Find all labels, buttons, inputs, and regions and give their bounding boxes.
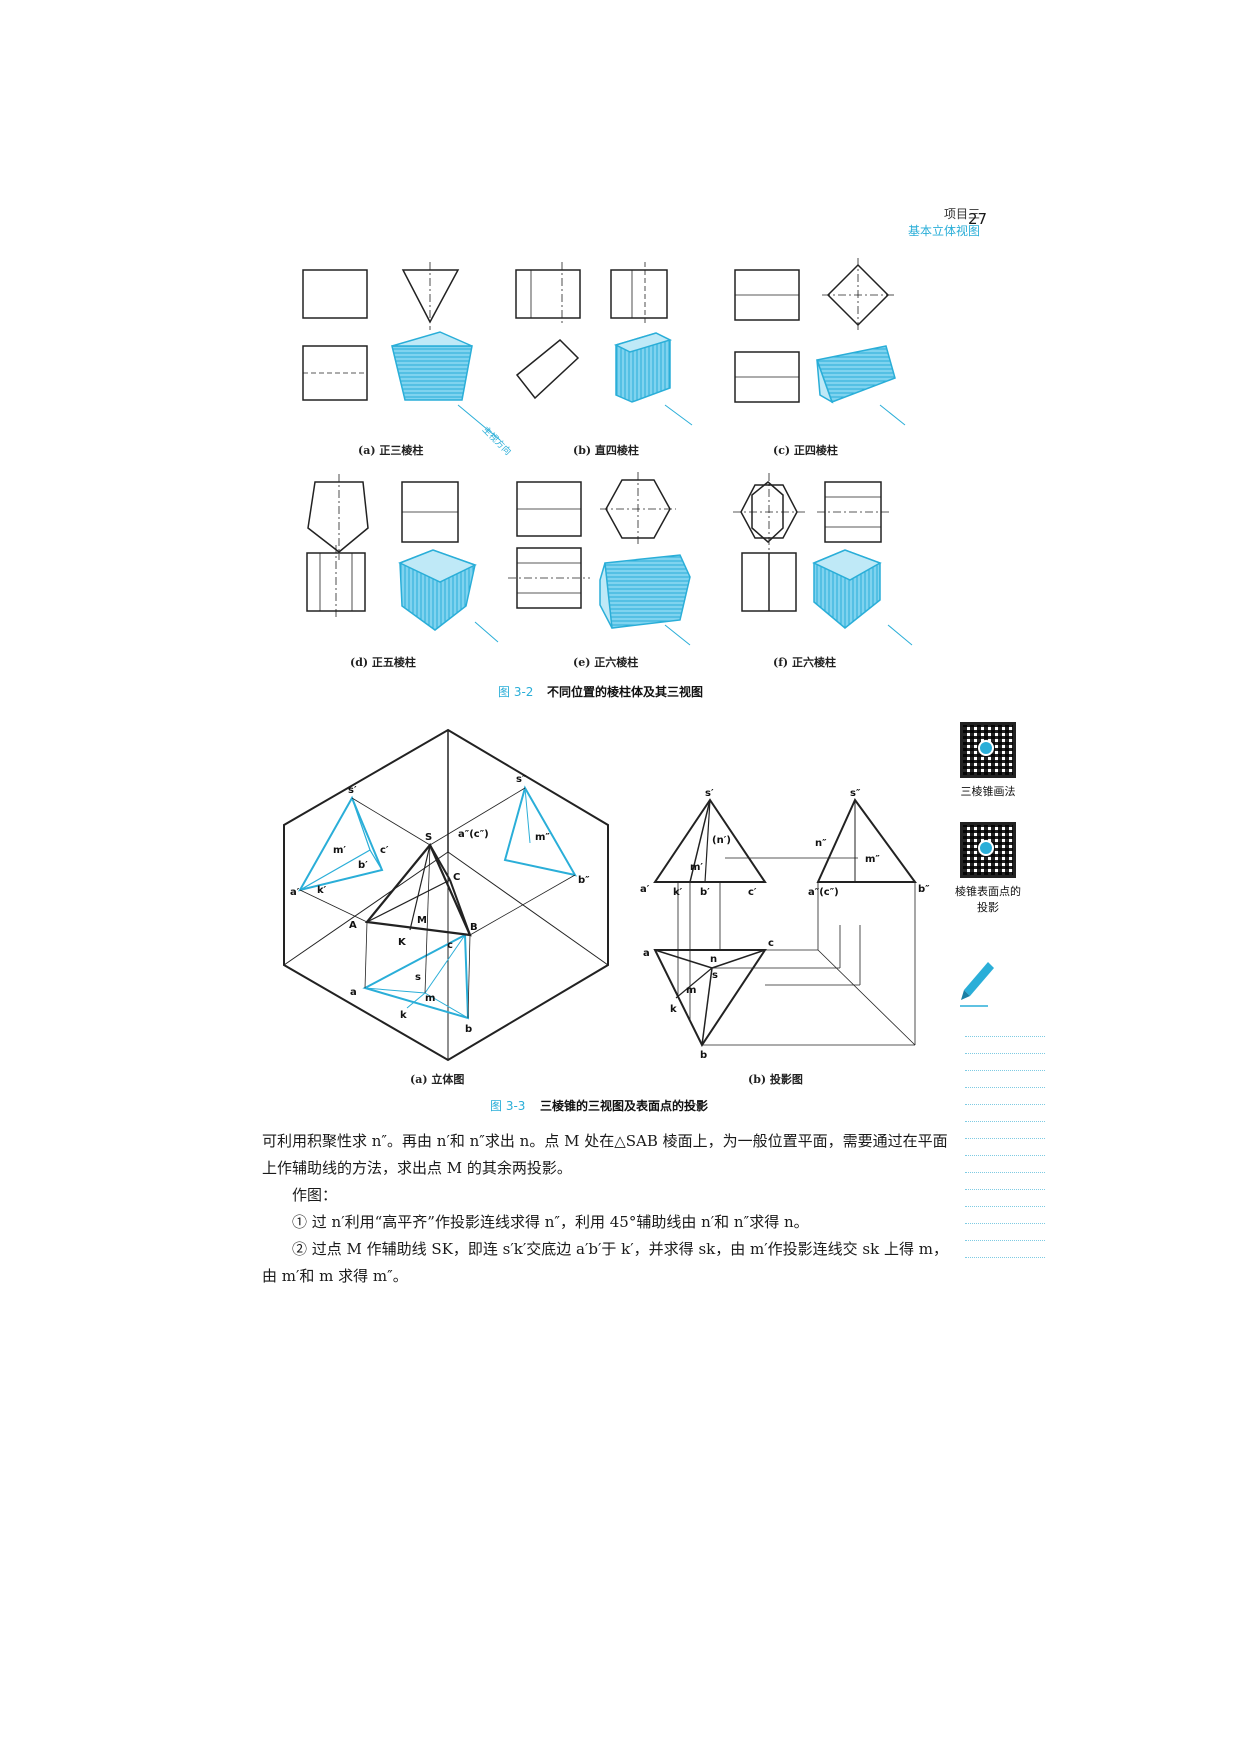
a-pt-K: K — [398, 937, 407, 948]
fig32-c-label: (c) 正四棱柱 — [773, 443, 838, 457]
qr-play-icon — [978, 840, 994, 856]
body-text: 可利用积聚性求 n″。再由 n′和 n″求出 n。点 M 处在△SAB 棱面上，… — [262, 1128, 952, 1290]
fig32-a — [302, 262, 501, 441]
body-para-1: 可利用积聚性求 n″。再由 n′和 n″求出 n。点 M 处在△SAB 棱面上，… — [262, 1132, 948, 1177]
qr-code-2[interactable] — [960, 822, 1016, 878]
b-pt-ac2: a″(c″) — [808, 887, 839, 898]
page-number: 27 — [968, 210, 988, 228]
a-pt-a1: a′ — [290, 887, 300, 898]
body-para-4: ② 过点 M 作辅助线 SK，即连 s′k′交底边 a′b′于 k′，并求得 s… — [262, 1240, 948, 1285]
body-para-2: 作图： — [292, 1186, 338, 1204]
fig32-b — [515, 262, 693, 426]
header-section: 基本立体视图 — [907, 224, 980, 238]
header-project: 项目三 — [943, 207, 980, 221]
pen-icon — [960, 962, 994, 1007]
body-para-3: ① 过 n′利用“高平齐”作投影连线求得 n″，利用 45°辅助线由 n′和 n… — [292, 1213, 809, 1231]
fig32-e-label: (e) 正六棱柱 — [573, 655, 638, 669]
b-pt-s: s — [712, 970, 718, 981]
a-pt-k1: k′ — [317, 885, 327, 896]
b-pt-s1: s′ — [705, 788, 714, 799]
fig32-f — [733, 473, 913, 646]
fig33-number: 图 3-3 — [490, 1099, 525, 1113]
b-pt-k1: k′ — [673, 887, 683, 898]
b-pt-m1: m′ — [690, 862, 703, 873]
b-pt-a1: a′ — [640, 884, 650, 895]
b-pt-k: k — [670, 1004, 677, 1015]
b-pt-b2: b″ — [918, 884, 930, 895]
fig32-b-label: (b) 直四棱柱 — [573, 443, 639, 457]
direction-label: 主视方向 — [480, 424, 514, 458]
b-pt-n1: (n′) — [712, 835, 731, 846]
a-pt-S: S — [425, 832, 432, 843]
a-pt-A: A — [349, 920, 357, 931]
fig32-d — [306, 474, 499, 643]
a-pt-m1: m′ — [333, 845, 346, 856]
b-pt-m: m — [686, 985, 696, 996]
a-pt-m2: m″ — [535, 832, 550, 843]
b-pt-c: c — [768, 938, 774, 949]
qr-code-1[interactable] — [960, 722, 1016, 778]
b-pt-n2: n″ — [815, 838, 827, 849]
fig33-a-label: (a) 立体图 — [410, 1072, 464, 1086]
a-pt-b2: b″ — [578, 875, 590, 886]
a-pt-C: C — [453, 872, 460, 883]
a-pt-c1: c′ — [380, 845, 389, 856]
a-pt-a: a — [350, 987, 357, 998]
a-pt-a2: a″(c″) — [458, 829, 489, 840]
a-pt-s2: s″ — [516, 774, 527, 785]
a-pt-B: B — [470, 922, 478, 933]
b-pt-b: b — [700, 1050, 707, 1061]
a-pt-m: m — [425, 993, 435, 1004]
a-pt-c: c — [447, 940, 453, 951]
b-pt-c1: c′ — [748, 887, 757, 898]
a-pt-b: b — [465, 1024, 472, 1035]
b-pt-n: n — [710, 954, 717, 965]
fig32-title: 不同位置的棱柱体及其三视图 — [547, 684, 703, 699]
qr2-label: 棱锥表面点的投影 — [955, 885, 1021, 914]
fig33-b — [653, 798, 917, 1047]
fig32-c — [734, 258, 906, 426]
a-pt-s: s — [415, 972, 421, 983]
a-pt-s1: s′ — [348, 785, 357, 796]
fig33-title: 三棱锥的三视图及表面点的投影 — [540, 1098, 708, 1113]
qr-play-icon — [978, 740, 994, 756]
b-pt-s2: s″ — [850, 788, 861, 799]
fig32-d-label: (d) 正五棱柱 — [350, 655, 416, 669]
notes-lines — [965, 1020, 1045, 1258]
fig32-f-label: (f) 正六棱柱 — [773, 655, 836, 669]
fig32-e — [508, 472, 691, 646]
fig33-b-label: (b) 投影图 — [748, 1072, 803, 1086]
b-pt-a: a — [643, 948, 650, 959]
fig33-a — [283, 728, 609, 1062]
b-pt-m2: m″ — [865, 854, 880, 865]
b-pt-b1: b′ — [700, 887, 710, 898]
fig32-a-label: (a) 正三棱柱 — [358, 443, 423, 457]
a-pt-M: M — [417, 915, 427, 926]
a-pt-b1: b′ — [358, 860, 368, 871]
a-pt-k: k — [400, 1010, 407, 1021]
fig32-number: 图 3-2 — [498, 685, 533, 699]
qr1-label: 三棱锥画法 — [960, 785, 1016, 798]
